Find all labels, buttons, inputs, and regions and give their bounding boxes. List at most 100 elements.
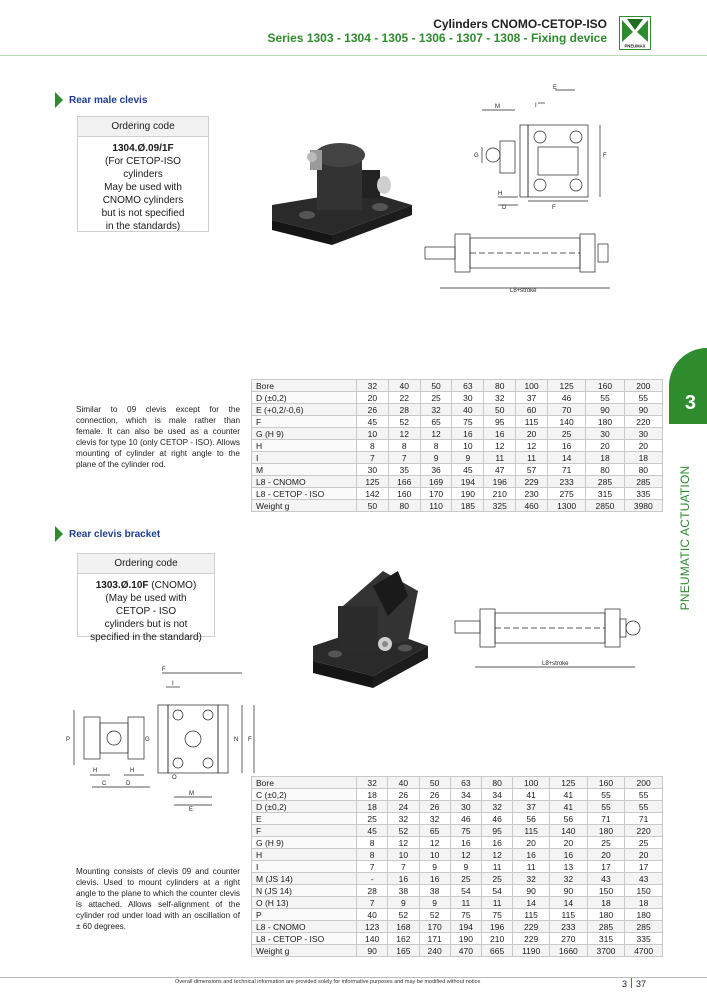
table-cell: 52 (387, 908, 420, 921)
table-cell: 30 (356, 463, 389, 476)
ordering-note-line: but is not specified (101, 208, 185, 219)
table-cell: 40 (387, 379, 421, 392)
table-row-label: Weight g (251, 944, 357, 957)
dim-label-E: E (189, 807, 193, 813)
table-cell: 210 (483, 487, 517, 500)
section-title-text: Rear male clevis (69, 94, 148, 106)
table-cell: 45 (451, 463, 485, 476)
table-cell: 16 (549, 848, 588, 861)
cylinder-assembly-drawing-1: L8+stroke (424, 233, 610, 294)
table-cell: 194 (449, 920, 483, 933)
ordering-note-line: (For CETOP-ISO (105, 156, 181, 167)
section-rear-clevis-bracket-title: Rear clevis bracket (55, 526, 160, 542)
rear-male-clevis-product-image (272, 143, 412, 245)
table-cell: 180 (586, 908, 626, 921)
table-cell: 14 (546, 451, 587, 464)
ordering-note-line: cylinders (123, 169, 163, 180)
table-row-label: N (JS 14) (251, 884, 357, 897)
table-cell: 16 (546, 439, 587, 452)
section-arrow-icon (55, 526, 63, 542)
table-cell: 90 (512, 884, 551, 897)
table-cell: 20 (512, 836, 551, 849)
table-cell: 10 (418, 848, 451, 861)
table-cell: 30 (585, 427, 625, 440)
cylinder-assembly-drawing-2: L8+stroke (454, 608, 641, 668)
table-cell: 7 (355, 860, 389, 873)
table-cell: 12 (480, 848, 514, 861)
table-cell: 26 (418, 788, 451, 801)
table-cell: 20 (356, 391, 389, 404)
table-cell: 18 (586, 896, 626, 909)
table-cell: 95 (483, 415, 517, 428)
table-cell: 200 (623, 379, 664, 392)
table-cell: 166 (387, 475, 421, 488)
table-cell: 325 (483, 499, 517, 512)
table-cell: 46 (480, 812, 514, 825)
table-cell: 123 (355, 920, 389, 933)
table-cell: 1190 (512, 944, 551, 957)
table-cell: 24 (387, 800, 420, 813)
table-cell: 55 (586, 788, 626, 801)
table-row-label: Bore (251, 776, 357, 789)
table-cell: 180 (586, 824, 626, 837)
table-cell: 32 (549, 872, 588, 885)
dim-label-H: H (93, 768, 97, 774)
table-cell: 16 (387, 872, 420, 885)
table-cell: 7 (387, 860, 420, 873)
table-cell: 18 (585, 451, 625, 464)
table-cell: 315 (586, 932, 626, 945)
table-row-label: H (251, 439, 357, 452)
rear-clevis-bracket-product-image (313, 571, 428, 688)
table-cell: 210 (480, 932, 514, 945)
table-row-label: Weight g (251, 499, 357, 512)
table-cell: 71 (546, 463, 587, 476)
table-cell: 30 (451, 391, 485, 404)
chapter-title-vertical: PNEUMATIC ACTUATION (673, 450, 697, 625)
table-cell: 162 (387, 932, 420, 945)
table-cell: 229 (515, 475, 548, 488)
dim-label-l8-stroke: L8+stroke (510, 288, 537, 294)
table-cell: 26 (387, 788, 420, 801)
table-row-label: L8 - CNOMO (251, 920, 357, 933)
section1-description: Similar to 09 clevis except for the conn… (76, 405, 240, 469)
footer-note: Overall dimensions and technical informa… (175, 979, 481, 985)
table-cell: 18 (623, 451, 664, 464)
table-row-label: H (251, 848, 357, 861)
table-cell: 32 (355, 776, 389, 789)
table-cell: 12 (515, 439, 548, 452)
ordering-code-body: 1304.Ø.09/1F (For CETOP-ISO cylinders Ma… (78, 137, 208, 238)
table-cell: 285 (623, 475, 664, 488)
table-cell: 8 (387, 439, 421, 452)
table-cell: 75 (449, 824, 483, 837)
section-title-text: Rear clevis bracket (69, 528, 161, 540)
table-cell: 190 (449, 932, 483, 945)
table-cell: 14 (549, 896, 588, 909)
table-cell: 196 (483, 475, 517, 488)
table-cell: 17 (624, 860, 663, 873)
table-cell: 230 (515, 487, 548, 500)
table-cell: 4700 (624, 944, 663, 957)
dim-label-N: N (234, 737, 238, 743)
table-cell: 20 (515, 427, 548, 440)
table-cell: 30 (623, 427, 664, 440)
table-cell: 11 (449, 896, 483, 909)
table-cell: 9 (418, 860, 451, 873)
table-cell: 9 (418, 896, 451, 909)
table-cell: 665 (480, 944, 514, 957)
table-cell: 50 (419, 379, 453, 392)
table-cell: 185 (451, 499, 485, 512)
table-row-label: I (251, 860, 357, 873)
dim-label-D: D (126, 781, 131, 787)
dim-label-F2: F (248, 737, 252, 743)
table-row-label: Bore (251, 379, 357, 392)
